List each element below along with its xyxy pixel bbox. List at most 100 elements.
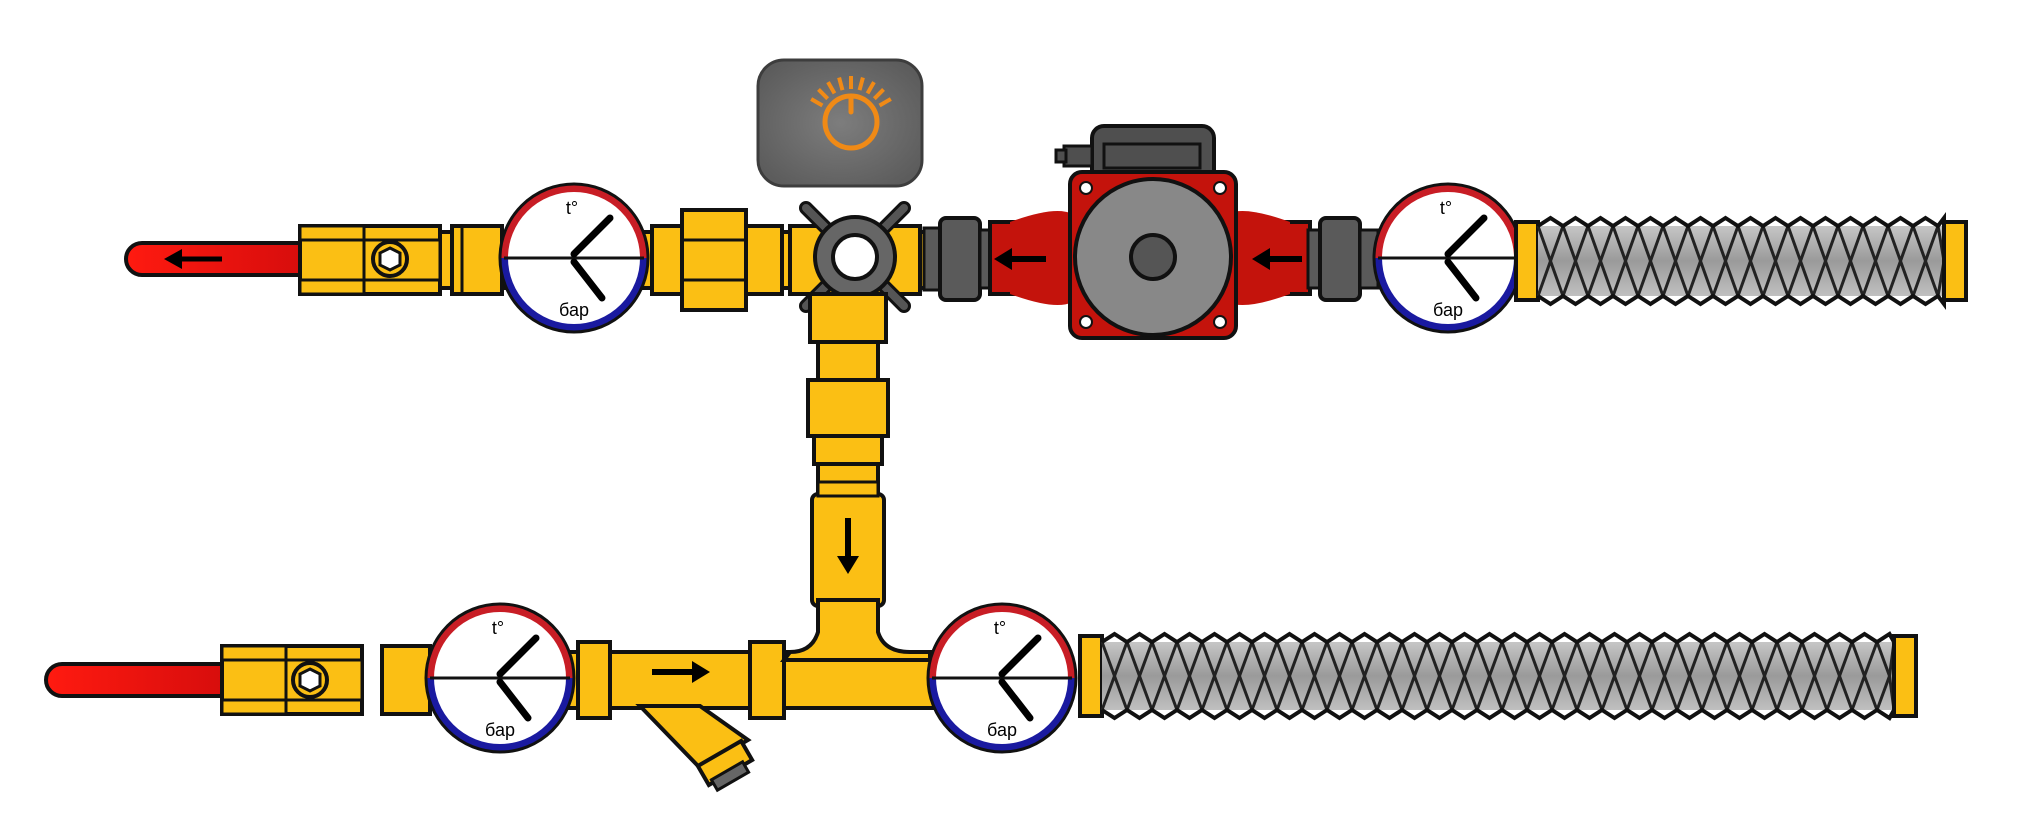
bypass-union-top	[806, 378, 890, 438]
strainer-plug	[709, 759, 751, 793]
hose-corrugation-rib	[1237, 641, 1254, 711]
pump-cable-gland-tip	[1054, 148, 1068, 164]
bottom-right-gauge: t° бар	[926, 602, 1078, 754]
hose-corrugation-rib	[1787, 641, 1804, 711]
top-union	[650, 208, 784, 312]
knob-scale-tick	[857, 77, 865, 91]
top-flexible-hose	[1514, 212, 1968, 310]
bypass-union-ring	[812, 434, 884, 466]
top-union-nut-2	[744, 224, 784, 296]
hose-corrugation-rib	[1387, 641, 1404, 711]
top-left-gauge: t° бар	[498, 182, 650, 334]
gauge-temp-label: t°	[566, 198, 578, 218]
hose-end-fitting-right	[1892, 634, 1918, 718]
gauge-needle-temp	[998, 634, 1042, 678]
hose-corrugation-top	[1536, 212, 1946, 310]
top-grey-adapter-right	[1306, 216, 1380, 302]
hose-corrugation-rib	[1837, 641, 1854, 711]
knob-scale-ticks	[810, 76, 892, 108]
hose-corrugation-rib	[1812, 641, 1829, 711]
hose-corrugation-rib	[1687, 641, 1704, 711]
knob-scale-tick	[865, 81, 876, 95]
hose-corrugation-rib	[1512, 641, 1529, 711]
bottom-return-line: t° бар t° бар	[44, 598, 1918, 793]
gauge-needle-pressure	[496, 678, 532, 722]
hose-corrugation-rib	[1662, 641, 1679, 711]
pump-bolt-tr	[1213, 181, 1227, 195]
pump-bolt-br	[1213, 315, 1227, 329]
top-supply-line: t° бар	[124, 124, 1968, 340]
hose-end-fitting-left	[1078, 634, 1104, 718]
strainer-left-nut	[576, 640, 612, 720]
gauge-outline	[498, 182, 650, 334]
hose-corrugation-rib	[1162, 641, 1179, 711]
three-way-mixing-valve[interactable]	[788, 201, 922, 313]
hose-corrugation-rib	[1548, 225, 1565, 297]
bypass-joint	[808, 292, 888, 344]
gauge-pressure-label: бар	[1433, 300, 1463, 320]
gauge-needle-pressure	[570, 258, 606, 302]
hose-corrugation-rib	[1823, 225, 1840, 297]
hose-end-fitting-left	[1514, 220, 1540, 302]
hose-corrugation-rib	[1673, 225, 1690, 297]
hose-corrugation-rib	[1412, 641, 1429, 711]
top-right-gauge: t° бар	[1372, 182, 1524, 334]
hose-corrugation-rib	[1262, 641, 1279, 711]
flow-arrow-icon	[692, 661, 710, 683]
thermostat-button[interactable]	[756, 58, 924, 188]
gauge-needle-temp	[570, 214, 614, 258]
pump-bolt-tl	[1079, 181, 1093, 195]
gauge-outline	[926, 602, 1078, 754]
hose-corrugation-rib	[1137, 641, 1154, 711]
gauge-outline	[424, 602, 576, 754]
knob-scale-tick	[872, 88, 885, 101]
top-valve-fitting	[450, 224, 504, 296]
gauge-rim-blue	[500, 257, 648, 332]
gauge-rim-red	[928, 604, 1076, 679]
bottom-valve-fitting	[380, 644, 432, 716]
gauge-temp-label: t°	[1440, 198, 1452, 218]
hose-corrugation-rib	[1848, 225, 1865, 297]
pump-cable-gland	[1062, 144, 1094, 168]
strainer-right-nut	[748, 640, 786, 720]
top-union-body	[680, 208, 748, 312]
hose-corrugation-rib	[1587, 641, 1604, 711]
hose-corrugation-rib	[1898, 225, 1915, 297]
hose-corrugation-rib	[1773, 225, 1790, 297]
adapter-ring-1	[922, 226, 942, 292]
pump-rotor-hub	[1129, 233, 1177, 281]
hose-corrugation-rib	[1612, 641, 1629, 711]
bottom-valve-flange-b	[220, 698, 288, 716]
mixing-valve-hub-hole	[831, 233, 879, 281]
vertical-bypass-line	[806, 292, 890, 626]
hex-nut-icon	[378, 246, 402, 272]
hose-corrugation-rib	[1287, 641, 1304, 711]
top-valve-flange-left	[298, 224, 366, 242]
hose-edge	[1536, 293, 1946, 310]
top-grey-adapter	[922, 216, 994, 302]
pump-arrowhead-right	[1252, 248, 1270, 270]
bottom-ball-valve[interactable]	[44, 644, 432, 716]
hose-corrugation-bottom	[1100, 631, 1896, 721]
gauge-rim-blue	[928, 677, 1076, 752]
hose-corrugation-rib	[1637, 641, 1654, 711]
gauge-rim-red	[500, 184, 648, 259]
hose-corrugation-rib	[1573, 225, 1590, 297]
gauge-rim-blue	[426, 677, 574, 752]
gauge-needle-pressure	[998, 678, 1034, 722]
bottom-valve-flange-a	[220, 644, 288, 662]
pump-bolt-bl	[1079, 315, 1093, 329]
hose-corrugation-rib	[1187, 641, 1204, 711]
strainer-body	[608, 650, 752, 710]
gauge-pressure-label: бар	[485, 720, 515, 740]
hose-corrugation-rib	[1723, 225, 1740, 297]
top-valve-flange-left-b	[298, 278, 366, 296]
gauge-needle-pressure	[1444, 258, 1480, 302]
hose-corrugation-rib	[1623, 225, 1640, 297]
gauge-temp-label: t°	[492, 618, 504, 638]
top-ball-valve[interactable]	[124, 224, 504, 296]
circulation-pump	[988, 124, 1312, 340]
gauge-rim-red	[1374, 184, 1522, 259]
y-strainer	[576, 640, 786, 793]
